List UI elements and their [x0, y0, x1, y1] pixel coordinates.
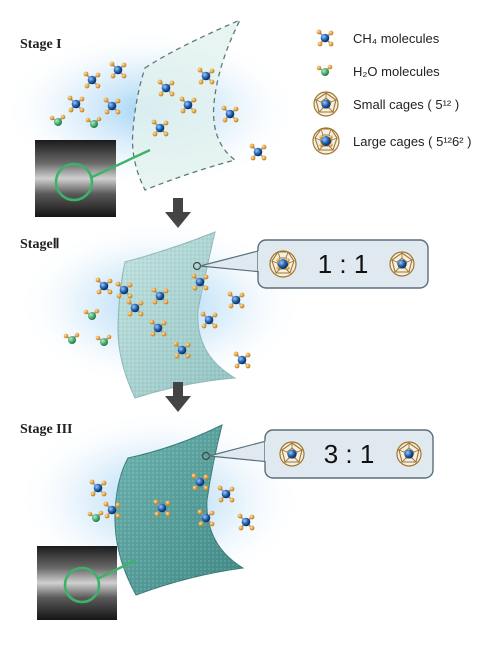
- legend-label-ch4: CH₄ molecules: [353, 31, 440, 46]
- callout-line: [89, 148, 151, 180]
- legend-label-h2o: H₂O molecules: [353, 64, 440, 79]
- legend-item-h2o: H₂O molecules: [315, 63, 440, 79]
- legend-label-large-cage: Large cages ( 5¹²6² ): [353, 134, 472, 149]
- callout-line: [96, 558, 137, 581]
- large-cage-icon: [269, 250, 297, 278]
- legend-item-small-cage: Small cages ( 5¹² ): [313, 91, 459, 117]
- methane-icon: [315, 28, 335, 48]
- small-cage-icon: [313, 91, 339, 117]
- stage-2-panel: StageⅡ 1 : 1: [15, 220, 429, 399]
- magnifier-ring: [63, 566, 101, 604]
- small-cage-icon: [389, 251, 415, 277]
- stage-2-ratio: 1 : 1: [318, 249, 369, 279]
- stage-1-photo-inset: [35, 140, 151, 217]
- water-icon: [315, 63, 334, 77]
- small-cage-icon: [279, 441, 305, 467]
- stage-1-panel: Stage I: [0, 18, 300, 217]
- stage-2-ratio-callout: 1 : 1: [199, 239, 429, 289]
- magnifier-ring: [54, 162, 94, 202]
- legend: CH₄ molecules H₂O molecules Small cages …: [312, 28, 472, 155]
- stage-3-ratio: 3 : 1: [324, 439, 375, 469]
- stage-3-panel: Stage III 3 : 1: [15, 410, 434, 620]
- stage-2-label: StageⅡ: [20, 237, 60, 252]
- legend-item-large-cage: Large cages ( 5¹²6² ): [312, 127, 472, 155]
- stage-1-label: Stage I: [20, 37, 62, 52]
- legend-item-ch4: CH₄ molecules: [315, 28, 440, 48]
- stage-3-photo-inset: [37, 546, 137, 620]
- large-cage-icon: [312, 127, 340, 155]
- small-cage-icon: [396, 441, 422, 467]
- stage-3-ratio-callout: 3 : 1: [208, 429, 434, 479]
- legend-label-small-cage: Small cages ( 5¹² ): [353, 97, 459, 112]
- stage-3-label: Stage III: [20, 422, 73, 437]
